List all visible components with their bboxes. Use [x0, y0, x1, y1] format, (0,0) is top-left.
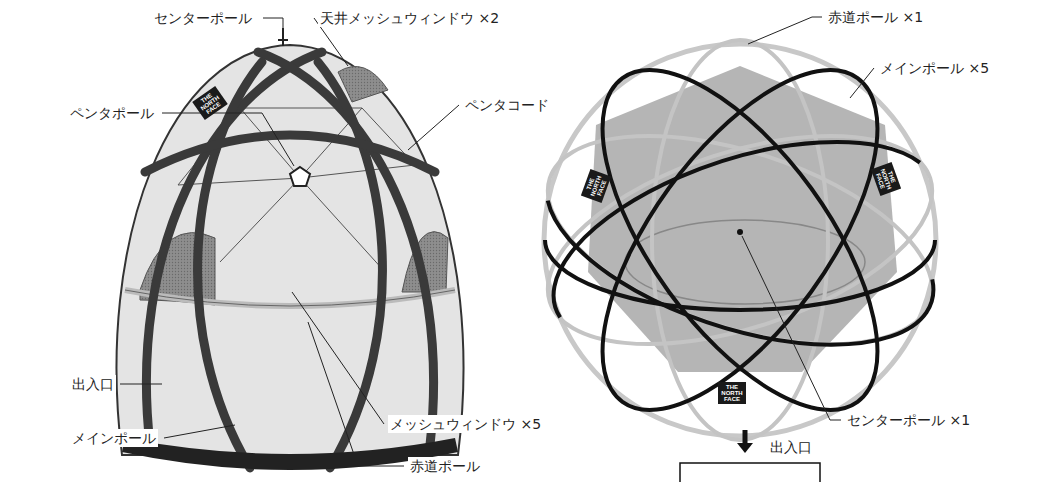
leader-lines [120, 18, 459, 466]
callout-label: メインポール ×5 [878, 59, 991, 77]
callout-label: 出入口 [70, 375, 116, 393]
callout-label: 出入口 [768, 438, 814, 456]
callout-label: センターポール ×1 [845, 411, 972, 429]
callout-label: 天井メッシュウィンドウ ×2 [318, 9, 501, 27]
callout-label: メインポール [70, 429, 158, 447]
callout-label: ペンタポール [68, 104, 156, 122]
callout-label: センターポール [152, 9, 254, 27]
callout-label: 赤道ポール [408, 457, 482, 475]
callout-label: 赤道ポール ×1 [826, 8, 925, 26]
callout-label: メッシュウィンドウ ×5 [388, 415, 543, 433]
tent-drawing [116, 28, 463, 470]
logo-text: THE NORTH FACE [718, 382, 746, 404]
callout-label: ペンタコード [463, 96, 551, 114]
leader-lines [742, 17, 874, 420]
